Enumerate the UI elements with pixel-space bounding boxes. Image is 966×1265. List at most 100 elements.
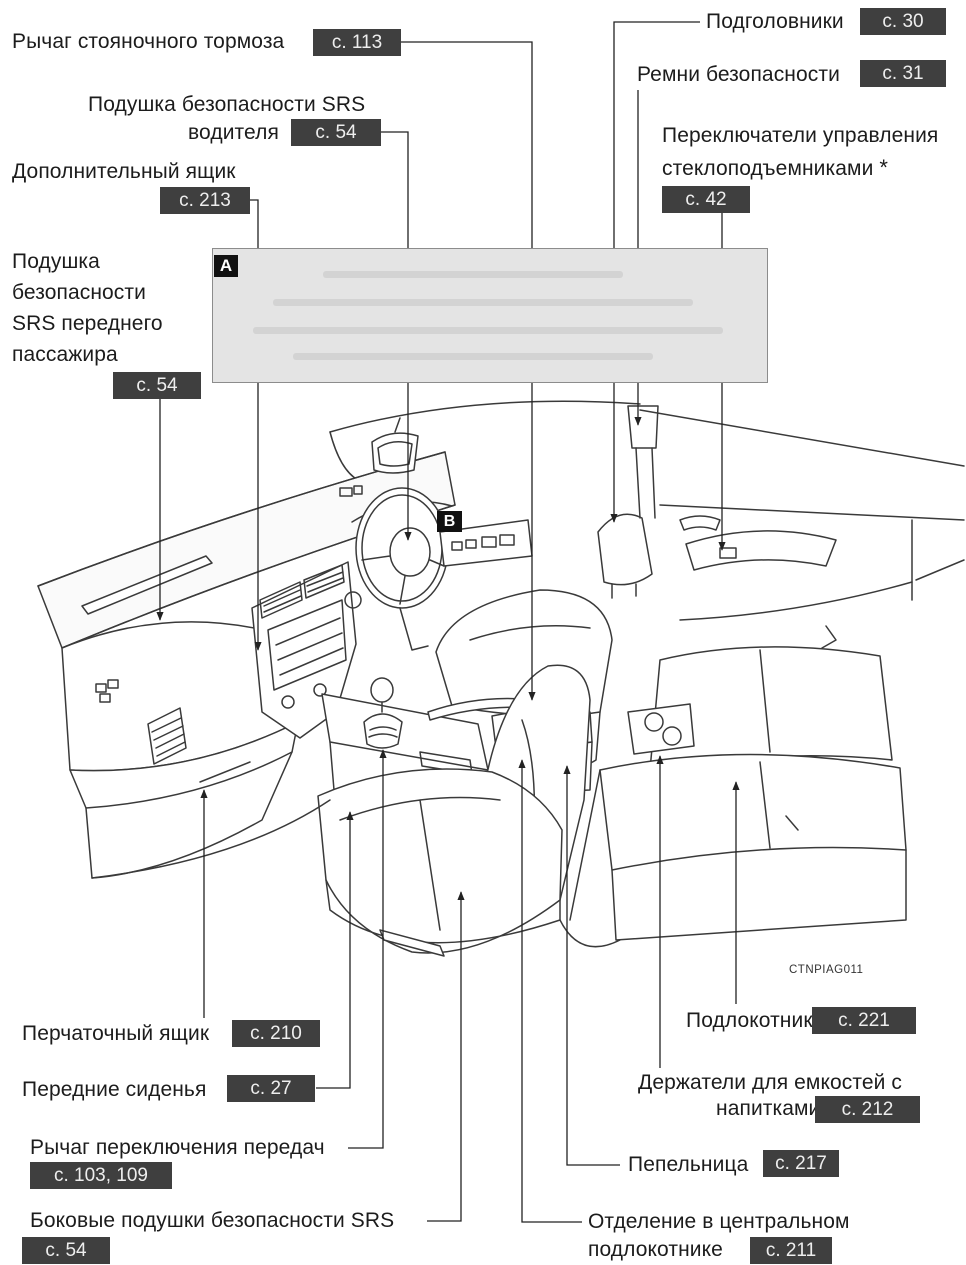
leader-front-seats: [316, 811, 354, 1089]
passenger-airbag-page-badge[interactable]: с. 54: [113, 372, 201, 399]
inset-b-tag: B: [437, 511, 462, 532]
climate-knob-right: [313, 683, 327, 697]
rear-seat-seams: [759, 649, 771, 849]
glove-box: [69, 721, 299, 809]
rearview-mirror-glass: [377, 441, 413, 467]
seat-belts-page-badge[interactable]: с. 31: [860, 60, 946, 87]
rear-belt-buckles: [785, 625, 837, 831]
leader-shift-lever: [348, 749, 387, 1149]
seat-belts-label: Ремни безопасности: [637, 63, 840, 86]
side-airbags-page-badge[interactable]: с. 54: [22, 1237, 110, 1264]
leader-driver-airbag: [381, 131, 412, 541]
cup-holder-right: [662, 726, 682, 746]
armrest-page-badge[interactable]: с. 221: [812, 1007, 916, 1034]
inset-a-blur-line: [253, 327, 723, 334]
rear-floor: [559, 919, 621, 948]
gear-knob: [370, 677, 394, 703]
audio-unit: [267, 599, 347, 691]
passenger-vent-slats: [151, 717, 186, 757]
cup-holders-label-line2: напитками: [716, 1097, 821, 1120]
inset-a-blur-line: [273, 299, 693, 306]
front-seats-label: Передние сиденья: [22, 1078, 207, 1101]
seat-belt-webbing: [635, 447, 656, 519]
passenger-airbag-label-line1: Подушка: [12, 250, 100, 273]
leader-console-box: [518, 759, 582, 1223]
passenger-airbag-label-line4: пассажира: [12, 343, 118, 366]
driver-airbag-label-line1: Подушка безопасности SRS: [88, 93, 366, 116]
leader-side-airbags: [427, 891, 465, 1222]
glove-box-page-badge[interactable]: с. 210: [232, 1020, 320, 1047]
switch-panel-b-buttons: [451, 534, 515, 551]
console-box-page-badge[interactable]: с. 211: [750, 1237, 832, 1264]
shift-lever-page-badge[interactable]: с. 103, 109: [30, 1162, 172, 1189]
auxiliary-box-label: Дополнительный ящик: [12, 160, 236, 183]
front-seat-cushion-seams: [339, 796, 501, 931]
center-vent-left: [259, 581, 303, 619]
door-edge: [911, 519, 965, 601]
inset-a-blur-line: [323, 271, 623, 278]
figure-code: CTNPIAG011: [789, 964, 864, 976]
rear-seat-front: [611, 849, 907, 941]
cup-holder-left: [644, 712, 664, 732]
window-switches-label-line1: Переключатели управления: [662, 124, 939, 147]
door-armrest: [685, 530, 837, 571]
defroster-vent: [81, 555, 213, 615]
airbag-tag-icon: [339, 485, 363, 497]
front-seats-page-badge[interactable]: с. 27: [227, 1075, 315, 1102]
ashtray-label: Пепельница: [628, 1153, 749, 1176]
armrest-label: Подлокотник: [686, 1009, 813, 1032]
cup-holder-module: [627, 703, 695, 755]
console-box-label-line2: подлокотнике: [588, 1238, 723, 1261]
headrest: [597, 513, 653, 586]
seat-belt-anchor: [627, 405, 659, 449]
window-switches-label-line2: стеклоподъемниками *: [662, 155, 888, 182]
roof-front-edge: [329, 400, 641, 433]
car-interior-illustration: [37, 400, 965, 957]
front-seat-back: [481, 664, 591, 901]
passenger-airbag-label-line3: SRS переднего: [12, 312, 163, 335]
footnote-asterisk: *: [879, 155, 889, 180]
leader-auxiliary-box: [250, 199, 262, 651]
rear-seat-cushion: [599, 753, 907, 871]
passenger-airbag-label-line2: безопасности: [12, 281, 146, 304]
mirror-mount: [394, 417, 401, 433]
rear-seat-aisle-edge: [569, 769, 601, 921]
driver-airbag-page-badge[interactable]: с. 54: [291, 119, 381, 146]
parking-brake-page-badge[interactable]: с. 113: [313, 29, 401, 56]
leader-parking-brake: [401, 41, 536, 701]
driver-airbag-label-line2: водителя: [188, 121, 279, 144]
leader-ashtray: [563, 765, 620, 1166]
center-vent-right: [303, 564, 345, 599]
shift-lever-label: Рычаг переключения передач: [30, 1136, 325, 1159]
steering-spokes: [361, 555, 445, 605]
gear-boot: [363, 713, 403, 749]
passenger-vent: [147, 707, 187, 765]
steering-hub: [389, 527, 431, 577]
inset-a-tag: A: [214, 255, 238, 277]
a-pillar: [329, 431, 359, 481]
climate-knob-left: [281, 695, 295, 709]
cup-holders-label-line1: Держатели для емкостей с: [638, 1071, 902, 1094]
window-switches-page-badge[interactable]: с. 42: [662, 186, 750, 213]
parking-brake-label: Рычаг стояночного тормоза: [12, 30, 285, 53]
headrests-page-badge[interactable]: с. 30: [860, 8, 946, 35]
glove-box-handle: [199, 761, 251, 783]
inset-a-blur-line: [293, 353, 653, 360]
auxiliary-box-page-badge[interactable]: с. 213: [160, 187, 250, 214]
side-airbags-label: Боковые подушки безопасности SRS: [30, 1209, 395, 1232]
door-window-frame: [639, 409, 965, 467]
dash-switch-icon: [95, 679, 119, 703]
headrests-label: Подголовники: [706, 10, 844, 33]
headrest-posts: [611, 583, 637, 599]
steering-column: [399, 607, 429, 651]
door-panel-lower: [679, 581, 913, 621]
door-handle: [679, 515, 721, 531]
window-switch: [719, 547, 737, 559]
door-beltline: [659, 504, 965, 521]
cup-holders-page-badge[interactable]: с. 212: [815, 1096, 920, 1123]
gear-boot-folds: [368, 726, 398, 738]
ashtray-page-badge[interactable]: с. 217: [763, 1150, 839, 1177]
window-switches-label-text: стеклоподъемниками: [662, 157, 874, 180]
driver-seat-seam: [469, 625, 591, 641]
